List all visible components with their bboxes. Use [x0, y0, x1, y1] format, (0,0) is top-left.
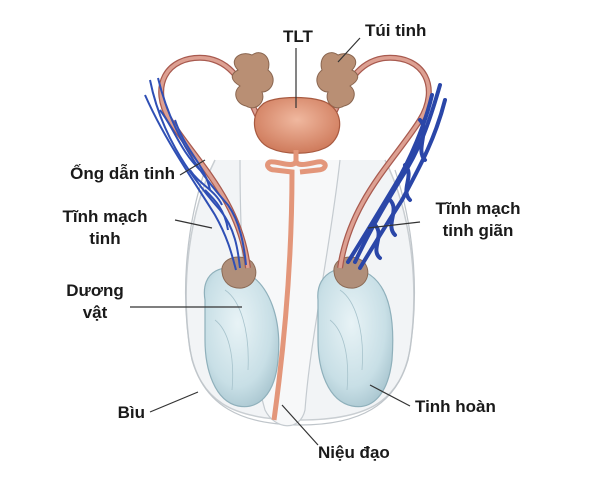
label-duong-vat-line1: Dương: [66, 281, 124, 300]
leader-tui-tinh: [337, 37, 361, 63]
label-tlt: TLT: [283, 27, 313, 46]
label-tui-tinh: Túi tinh: [365, 21, 427, 40]
leader-nieu-dao: [281, 404, 319, 446]
scrotum-outer-right: [299, 169, 416, 426]
left-spermatic-veins: [144, 77, 247, 271]
urethra: [265, 150, 299, 421]
right-varicocele-veins: [346, 83, 447, 270]
right-testis-lines: [329, 289, 363, 391]
label-tinh-mach-tinh-gian-line2: tinh giãn: [442, 221, 514, 240]
left-testis-lines: [214, 289, 249, 391]
leader-tinh-mach-tinh: [174, 219, 213, 229]
leader-tinh-mach-tinh-gian: [367, 221, 421, 229]
label-tinh-hoan: Tinh hoàn: [415, 397, 496, 416]
leader-ong-dan-tinh: [179, 159, 206, 176]
urethra-right: [293, 159, 328, 175]
right-seminal-vesicle: [316, 52, 359, 109]
label-nieu-dao: Niệu đạo: [318, 443, 390, 462]
label-duong-vat-line2: vật: [82, 303, 108, 322]
right-testis: [317, 267, 394, 408]
leader-lines: [130, 37, 421, 446]
label-biu: Bìu: [117, 403, 145, 422]
label-tinh-mach-tinh-line2: tinh: [89, 229, 121, 248]
left-seminal-vesicle: [231, 52, 274, 109]
scrotum-outer-left: [184, 169, 301, 426]
label-ong-dan-tinh: Ống dẫn tinh: [70, 164, 175, 183]
leader-tinh-hoan: [369, 384, 411, 407]
label-tinh-mach-tinh-gian-line1: Tĩnh mạch: [435, 199, 521, 218]
prostate: [253, 96, 341, 154]
leader-biu: [149, 391, 199, 413]
label-tinh-mach-tinh-line1: Tĩnh mạch: [62, 207, 148, 226]
